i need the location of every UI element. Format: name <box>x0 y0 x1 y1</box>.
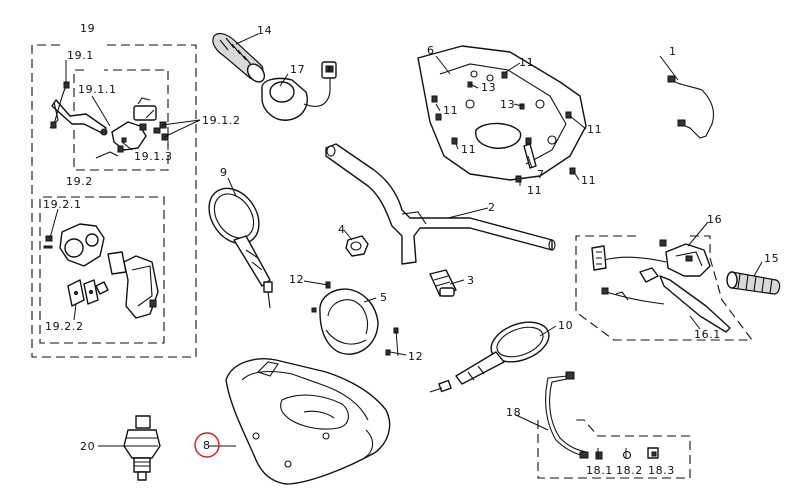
group-16-box <box>575 235 754 341</box>
label-18-3: 18.3 <box>648 464 675 477</box>
part-17-throttle-housing[interactable] <box>261 61 337 121</box>
label-6: 6 <box>427 44 435 57</box>
label-16: 16 <box>707 213 722 226</box>
label-18-1: 18.1 <box>586 464 613 477</box>
label-2: 2 <box>488 201 496 214</box>
part-19-1-brake-line[interactable] <box>50 81 70 129</box>
label-11c: 11 <box>461 143 476 156</box>
label-14: 14 <box>257 24 272 37</box>
part-2-handlebar[interactable] <box>325 143 556 265</box>
part-1-cable[interactable] <box>667 75 715 139</box>
label-19-1: 19.1 <box>67 49 94 62</box>
label-17: 17 <box>290 63 305 76</box>
label-15: 15 <box>764 252 779 265</box>
label-19: 19 <box>80 22 95 35</box>
part-11-screws[interactable] <box>431 71 576 183</box>
label-11d: 11 <box>587 123 602 136</box>
label-20: 20 <box>80 440 95 453</box>
label-5: 5 <box>380 291 388 304</box>
label-7: 7 <box>537 168 545 181</box>
part-19-1-1-brake-lever[interactable] <box>49 99 108 136</box>
label-12b: 12 <box>408 350 423 363</box>
label-13b: 13 <box>500 98 515 111</box>
part-7-pin[interactable] <box>523 143 537 169</box>
label-11b: 11 <box>443 104 458 117</box>
part-15-grip[interactable] <box>726 271 781 295</box>
group-19-box <box>31 44 197 358</box>
part-18-1-bolt[interactable] <box>595 451 603 460</box>
part-19-1-3-master-cylinder[interactable] <box>95 97 161 159</box>
part-3-bolt[interactable] <box>429 269 457 297</box>
label-19-1-3: 19.1.3 <box>134 150 173 163</box>
part-4-nut[interactable] <box>345 235 369 257</box>
label-1: 1 <box>669 45 677 58</box>
label-19-2-2: 19.2.2 <box>45 320 84 333</box>
part-19-2-caliper[interactable] <box>59 223 159 319</box>
part-9-mirror-left[interactable] <box>199 179 273 309</box>
label-10: 10 <box>558 319 573 332</box>
part-8-front-shield[interactable] <box>225 358 391 485</box>
label-18-2: 18.2 <box>616 464 643 477</box>
part-19-2-1-bolt[interactable] <box>43 235 53 249</box>
highlight-circle-part-8[interactable] <box>194 432 220 458</box>
part-18-3-fitting[interactable] <box>647 447 659 459</box>
label-8: 8 <box>203 439 211 452</box>
label-19-1-1: 19.1.1 <box>78 83 117 96</box>
part-20-sensor[interactable] <box>123 415 161 481</box>
leader-lines <box>49 33 763 458</box>
part-16-1-lever[interactable] <box>601 275 731 333</box>
label-3: 3 <box>467 274 475 287</box>
label-19-2-1: 19.2.1 <box>43 198 82 211</box>
label-12a: 12 <box>289 273 304 286</box>
label-9: 9 <box>220 166 228 179</box>
part-18-2-washer[interactable] <box>622 450 632 460</box>
part-19-2-2-brake-pads[interactable] <box>67 279 109 307</box>
label-11a: 11 <box>519 56 534 69</box>
part-16-switch-housing[interactable] <box>591 239 711 283</box>
part-5-headlight-cowl[interactable] <box>319 288 379 355</box>
label-13a: 13 <box>481 81 496 94</box>
label-19-2: 19.2 <box>66 175 93 188</box>
label-11f: 11 <box>581 174 596 187</box>
label-18: 18 <box>506 406 521 419</box>
part-labels: 1 2 3 4 5 6 7 8 9 10 11 11 11 11 11 11 1… <box>43 22 779 477</box>
part-14-grip[interactable] <box>212 32 268 86</box>
part-6-handlebar-bracket[interactable] <box>417 45 587 181</box>
label-11e: 11 <box>527 184 542 197</box>
part-10-mirror-right[interactable] <box>429 315 554 393</box>
label-19-1-2: 19.1.2 <box>202 114 241 127</box>
label-4: 4 <box>338 223 346 236</box>
label-16-1: 16.1 <box>694 328 721 341</box>
part-18-brake-line[interactable] <box>545 371 589 459</box>
group-18-box <box>537 419 691 479</box>
